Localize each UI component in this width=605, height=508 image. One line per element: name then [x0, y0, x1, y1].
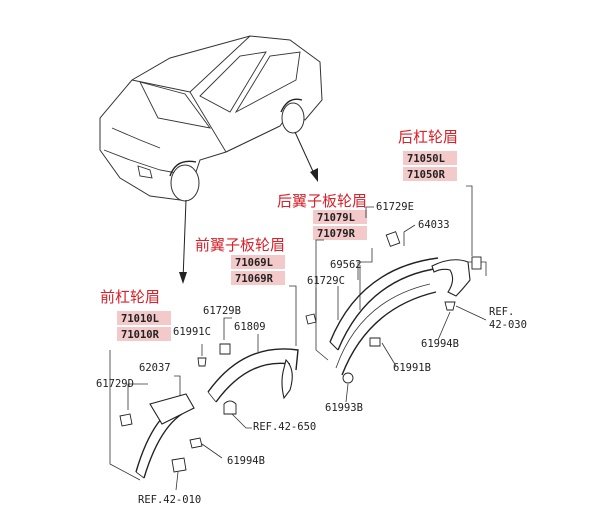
- part-61991B: 61991B: [393, 362, 431, 374]
- highlight-front-fender: 71069L 71069R: [231, 255, 285, 285]
- front-fender-arch-assembly: [197, 285, 299, 429]
- ref-42-010: REF.42-010: [138, 494, 201, 506]
- label-front-fender-arch: 前翼子板轮眉: [195, 236, 285, 254]
- part-61991C: 61991C: [173, 326, 211, 338]
- part-71010L: 71010L: [121, 313, 159, 325]
- highlight-rear-fender: 71079L 71079R: [313, 210, 367, 240]
- part-71010R: 71010R: [121, 329, 160, 341]
- part-61993B: 61993B: [325, 402, 363, 414]
- part-71050L: 71050L: [407, 153, 445, 165]
- ref-42-030-line1: REF.: [489, 306, 514, 318]
- label-front-bumper-arch: 前杠轮眉: [100, 288, 160, 306]
- part-71079L: 71079L: [317, 212, 355, 224]
- rear-arch-assembly: [305, 185, 487, 403]
- part-71069L: 71069L: [235, 257, 273, 269]
- front-bumper-arch-assembly: [109, 350, 223, 491]
- highlight-rear-bumper: 71050L 71050R: [403, 151, 457, 181]
- highlight-front-bumper: 71010L 71010R: [117, 311, 171, 341]
- part-61994B-rear: 61994B: [421, 338, 459, 350]
- ref-42-650: REF.42-650: [253, 421, 316, 433]
- arrow-rear: [294, 131, 318, 182]
- part-61729E: 61729E: [376, 201, 414, 213]
- label-rear-fender-arch: 后翼子板轮眉: [277, 192, 367, 210]
- ref-42-030-line2: 42-030: [489, 319, 527, 331]
- car-illustration: [99, 35, 323, 202]
- part-71069R: 71069R: [235, 273, 274, 285]
- part-71079R: 71079R: [317, 228, 356, 240]
- part-61729B: 61729B: [203, 305, 241, 317]
- part-71050R: 71050R: [407, 169, 446, 181]
- part-61729C: 61729C: [307, 275, 345, 287]
- arrow-front: [179, 199, 187, 284]
- part-64033: 64033: [418, 219, 450, 231]
- part-61994B-front: 61994B: [227, 455, 265, 467]
- part-69562: 69562: [330, 259, 362, 271]
- part-61809: 61809: [234, 321, 266, 333]
- part-61729D: 61729D: [96, 378, 134, 390]
- label-rear-bumper-arch: 后杠轮眉: [398, 128, 458, 146]
- part-62037: 62037: [139, 362, 171, 374]
